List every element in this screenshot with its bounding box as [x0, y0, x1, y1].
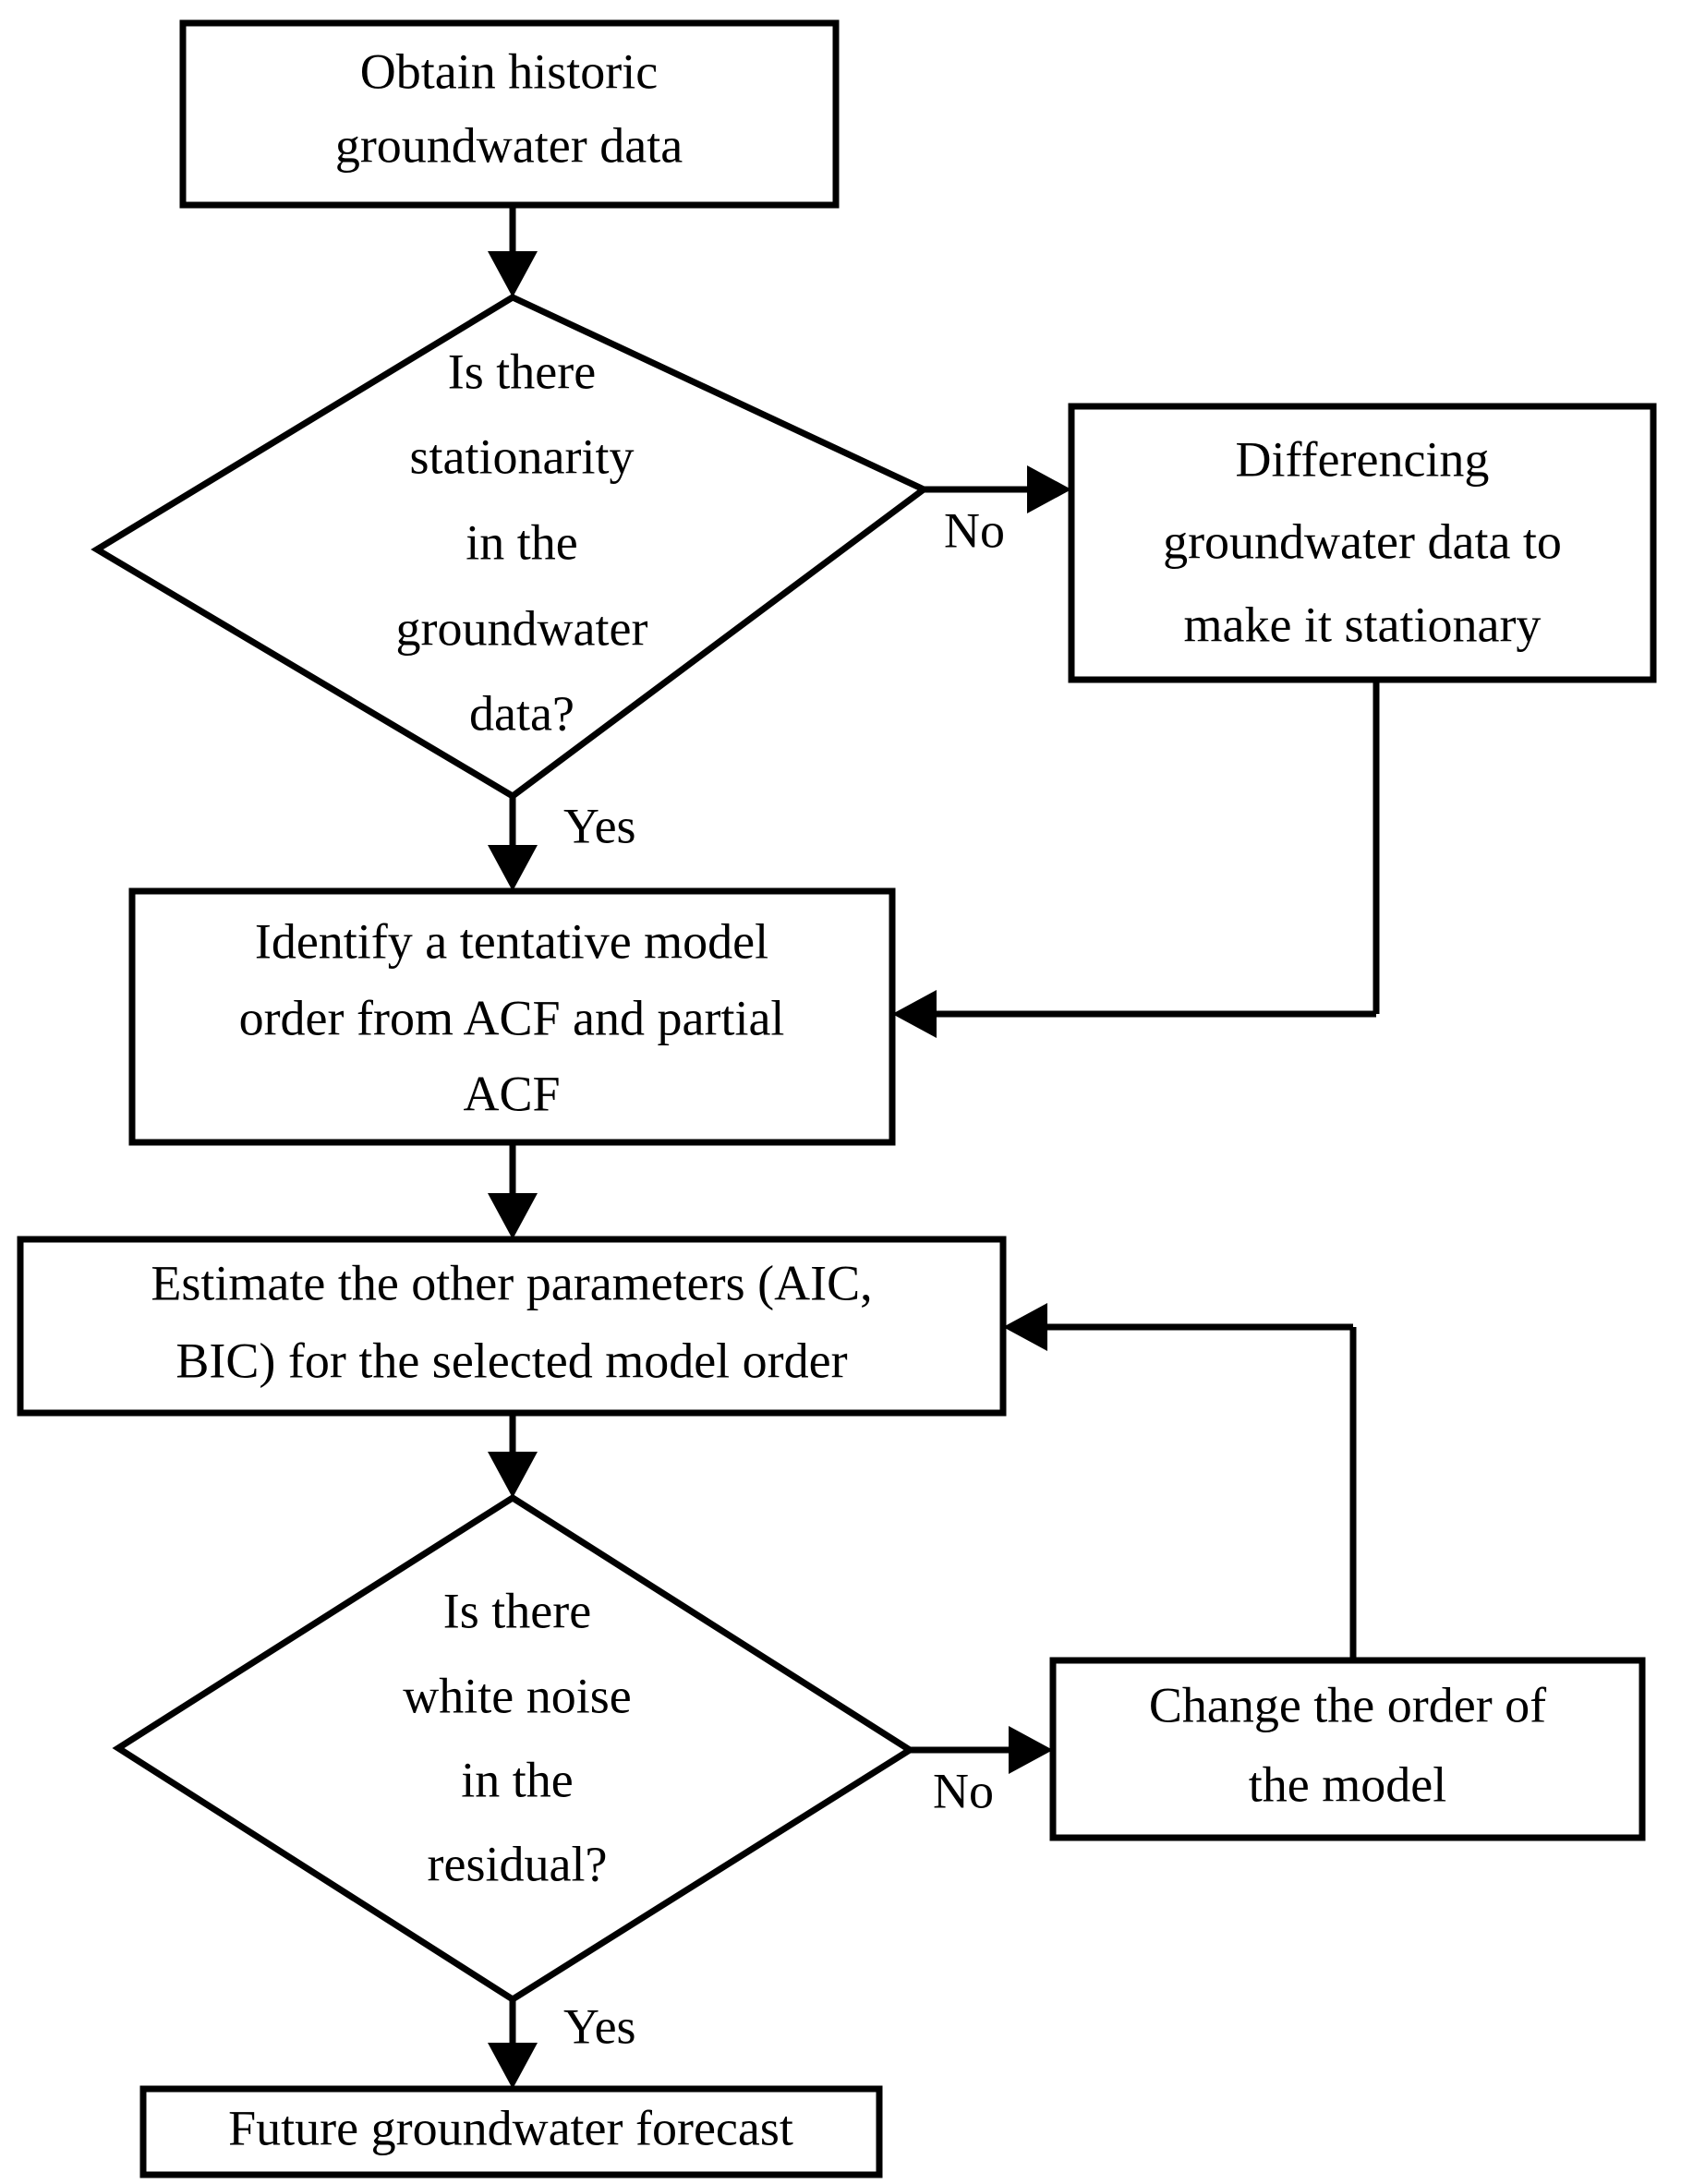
edge-obtain-to-stationarity [488, 205, 538, 297]
node-whitenoise-line3: in the [461, 1752, 573, 1807]
node-estimate-line2: BIC) for the selected model order [175, 1333, 847, 1388]
node-estimate-parameters[interactable]: Estimate the other parameters (AIC, BIC)… [17, 1236, 1007, 1417]
node-identify-order[interactable]: Identify a tentative model order from AC… [128, 887, 896, 1146]
node-forecast-line1: Future groundwater forecast [228, 2100, 793, 2155]
node-whitenoise-decision[interactable]: Is there white noise in the residual? [112, 1493, 916, 2004]
node-stationarity-line3: in the [466, 514, 577, 570]
edge-whitenoise-no-to-change-order [910, 1726, 1053, 1774]
node-stationarity-line2: stationarity [410, 428, 635, 484]
edge-label-yes-whitenoise: Yes [563, 1998, 636, 2054]
node-whitenoise-line4: residual? [428, 1836, 608, 1891]
edge-label-no-whitenoise: No [933, 1763, 994, 1818]
node-identify-line2: order from ACF and partial [239, 990, 785, 1045]
node-stationarity-line1: Is there [448, 344, 596, 399]
node-obtain-data-line2: groundwater data [335, 117, 683, 173]
node-estimate-line1: Estimate the other parameters (AIC, [151, 1255, 872, 1310]
node-stationarity-decision[interactable]: Is there stationarity in the groundwater… [91, 294, 930, 801]
edge-label-no-stationarity: No [944, 502, 1005, 558]
node-change-order-line1: Change the order of [1149, 1677, 1546, 1732]
node-differencing-line3: make it stationary [1184, 597, 1542, 652]
node-whitenoise-line2: white noise [403, 1668, 631, 1723]
node-obtain-data[interactable]: Obtain historic groundwater data [179, 19, 840, 209]
node-change-order-line2: the model [1249, 1756, 1446, 1812]
edge-stationarity-no-to-differencing [924, 465, 1071, 513]
edge-differencing-to-identify [892, 680, 1380, 1038]
node-identify-line1: Identify a tentative model [255, 913, 768, 969]
edge-identify-to-estimate [488, 1142, 538, 1239]
node-future-forecast[interactable]: Future groundwater forecast [139, 2085, 883, 2178]
edge-change-order-to-estimate [1003, 1303, 1357, 1660]
node-differencing-line2: groundwater data to [1163, 513, 1562, 569]
node-identify-line3: ACF [463, 1066, 560, 1121]
node-obtain-data-line1: Obtain historic [360, 43, 658, 99]
node-differencing[interactable]: Differencing groundwater data to make it… [1068, 403, 1657, 683]
node-differencing-line1: Differencing [1236, 431, 1490, 487]
edge-estimate-to-whitenoise [488, 1413, 538, 1498]
edge-whitenoise-yes-to-forecast [488, 1999, 538, 2089]
node-stationarity-line5: data? [469, 685, 574, 741]
edge-label-yes-stationarity: Yes [563, 798, 636, 853]
edge-stationarity-yes-to-identify [488, 796, 538, 891]
node-change-order[interactable]: Change the order of the model [1049, 1657, 1646, 1841]
node-stationarity-line4: groundwater [396, 600, 648, 656]
node-whitenoise-line1: Is there [443, 1583, 591, 1638]
